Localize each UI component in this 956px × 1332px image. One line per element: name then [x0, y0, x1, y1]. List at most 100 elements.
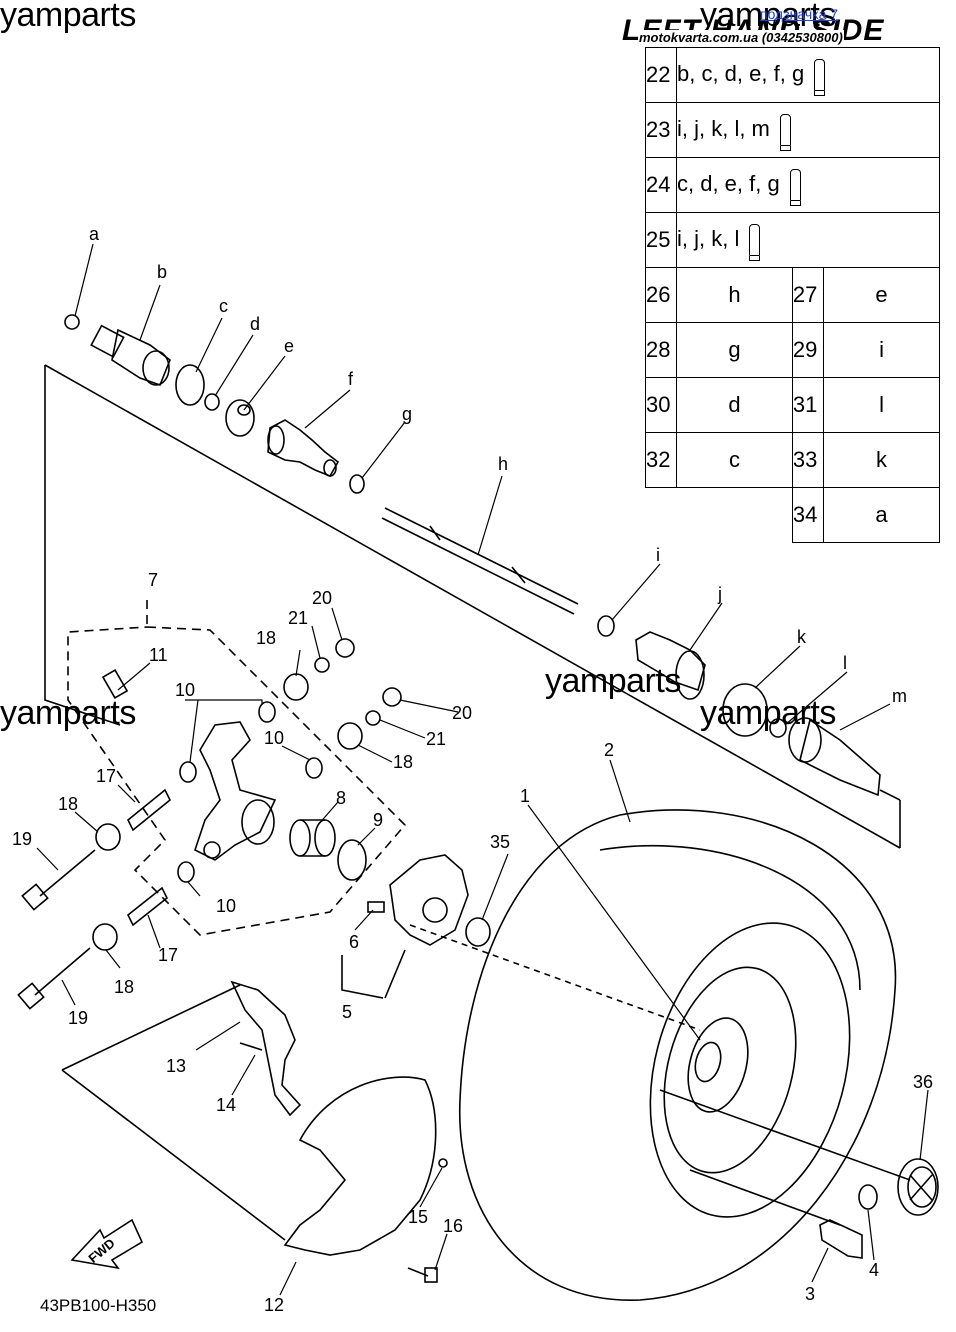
cap-36: [897, 1158, 939, 1216]
hub-5: [389, 854, 491, 947]
watermark-top-left: yamparts: [0, 0, 136, 34]
legend-row: 32 c 33 k: [645, 432, 940, 488]
grease-tube-icon: [814, 59, 826, 96]
bolt-14: [239, 1042, 263, 1051]
callout-15: 15: [408, 1207, 428, 1227]
grease-tube-icon: [779, 114, 791, 151]
sleeves-17: [126, 788, 172, 927]
legend-row: 30 d 31 l: [645, 377, 940, 433]
callout-8: 8: [336, 788, 346, 808]
disc-guard-12: [283, 1076, 437, 1256]
leader-lines: [36, 243, 929, 1296]
washers-21: [314, 657, 381, 726]
legend-row: 23 i, j, k, l, m: [645, 102, 940, 158]
legend-row: 28 g 29 i: [645, 322, 940, 378]
band-i: [597, 615, 615, 637]
bracket-13: [230, 980, 302, 1117]
boot-f: [267, 419, 340, 478]
callout-14: 14: [216, 1095, 236, 1115]
legend-row: 24 c, d, e, f, g: [645, 157, 940, 213]
legend-parts: a: [823, 487, 940, 543]
nut-4: [858, 1184, 878, 1210]
legend-num: 32: [645, 432, 677, 488]
callout-j: j: [717, 584, 722, 604]
legend-num: 34: [791, 487, 825, 543]
legend-parts: d: [676, 377, 793, 433]
callout-21a: 21: [288, 608, 308, 628]
grease-tube-icon: [749, 224, 761, 261]
callout-e: e: [284, 336, 294, 356]
legend-num: 29: [791, 322, 825, 378]
callout-a: a: [89, 224, 100, 244]
legend-parts: i, j, k, l: [677, 225, 740, 251]
legend-row: 34 a: [646, 487, 940, 543]
wheel-1: [649, 922, 851, 1218]
axis-line-lug: [689, 1169, 841, 1226]
legend-row: 25 i, j, k, l: [645, 212, 940, 268]
legend-num: 22: [645, 47, 677, 103]
callout-18d: 18: [114, 977, 134, 997]
callout-d: d: [250, 314, 260, 334]
callout-6: 6: [349, 932, 359, 952]
callout-i: i: [656, 545, 660, 565]
stud-bolt-3: [819, 1219, 863, 1259]
callout-18b: 18: [58, 794, 78, 814]
callout-18a: 18: [256, 628, 276, 648]
callout-k: k: [797, 627, 807, 647]
legend-parts: b, c, d, e, f, g: [677, 60, 805, 86]
guide-line: [61, 984, 241, 1071]
legend-parts: h: [676, 267, 793, 323]
washer-15: [438, 1158, 448, 1168]
callout-35: 35: [490, 832, 510, 852]
callout-b: b: [157, 262, 167, 282]
clip-l: [769, 718, 787, 738]
callout-12: 12: [264, 1295, 284, 1315]
cv-joint-inner-m: [788, 717, 881, 797]
callout-11: 11: [149, 645, 168, 665]
callout-f: f: [348, 369, 354, 389]
axis-line: [409, 924, 701, 1031]
callout-13: 13: [166, 1056, 186, 1076]
legend-num: 26: [645, 267, 677, 323]
band-g: [349, 474, 365, 494]
callout-17b: 17: [158, 945, 178, 965]
reference-link[interactable]: подзначка 7: [760, 6, 839, 22]
callout-l: l: [843, 653, 847, 673]
legend-num: 27: [791, 267, 825, 323]
grease-nipple-11: [101, 669, 129, 699]
callout-7: 7: [148, 570, 158, 590]
legend-parts: i, j, k, l, m: [677, 115, 770, 141]
watermark-top-right: yamparts: [700, 0, 836, 34]
callout-21b: 21: [426, 729, 446, 749]
ring-c: [175, 364, 205, 406]
callout-19b: 19: [68, 1008, 88, 1028]
collars-10: [177, 701, 323, 883]
bearing-8: [289, 819, 336, 857]
legend-parts: e: [823, 267, 940, 323]
cv-joint-outer: [90, 324, 171, 387]
callout-19a: 19: [12, 829, 32, 849]
legend-parts: k: [823, 432, 940, 488]
circlip-9: [337, 839, 367, 881]
knuckle-frame: [67, 626, 407, 936]
callout-10a: 10: [175, 680, 195, 700]
watermark-mid-center: yamparts: [545, 662, 681, 700]
stud-6: [367, 901, 385, 913]
callout-h: h: [498, 454, 508, 474]
circlip-a: [64, 314, 80, 330]
callout-g: g: [402, 404, 412, 424]
band-k: [722, 683, 768, 737]
source-text: motokvarta.com.ua (0342530800): [638, 30, 844, 45]
band-e: [225, 399, 255, 437]
callout-20a: 20: [312, 588, 332, 608]
legend-num: 30: [645, 377, 677, 433]
bolt-16: [407, 1267, 438, 1283]
callout-10c: 10: [216, 896, 236, 916]
legend-row: 26 h 27 e: [645, 267, 940, 323]
callout-3: 3: [805, 1284, 815, 1304]
callout-18c: 18: [393, 752, 413, 772]
grease-tube-icon: [789, 169, 801, 206]
boot-j: [635, 631, 706, 700]
callout-10b: 10: [264, 728, 284, 748]
